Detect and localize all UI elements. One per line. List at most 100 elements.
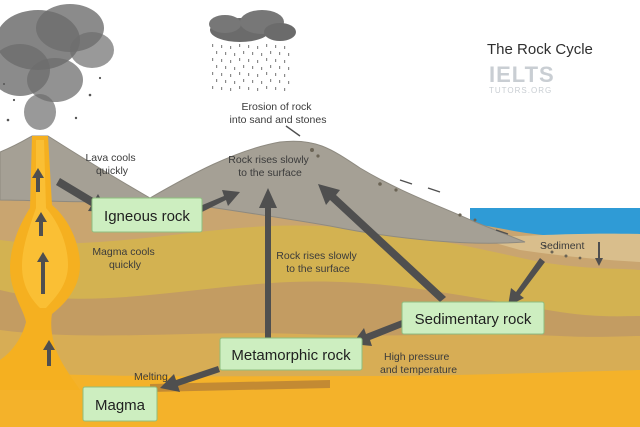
brand-subtitle: TUTORS.ORG xyxy=(489,86,552,95)
rain-drop xyxy=(266,72,268,75)
rain-drop xyxy=(239,44,241,47)
rain-drop xyxy=(216,51,218,54)
rain-drop xyxy=(252,80,254,83)
rain-drop xyxy=(225,80,227,83)
rain-drops xyxy=(212,44,290,91)
label-lava-cools: Lava cools quickly xyxy=(85,152,138,177)
rain-drop xyxy=(212,58,214,61)
rain-drop xyxy=(230,88,232,91)
rain-drop xyxy=(248,59,250,62)
rain-drop xyxy=(284,88,286,91)
rain-drop xyxy=(225,52,227,55)
rain-drop xyxy=(266,58,268,61)
process-arrows xyxy=(56,178,545,392)
label-magma-cools: Magma cools quickly xyxy=(92,246,157,271)
rain-drop xyxy=(275,73,277,76)
arrow-sedimentary-to-surface xyxy=(318,184,446,302)
label-rises-mid: Rock rises slowly to the surface xyxy=(276,250,359,275)
stage-metamorphic-label: Metamorphic rock xyxy=(231,347,351,364)
rain-drop xyxy=(239,72,241,75)
ash-specks xyxy=(3,76,102,122)
rain-drop xyxy=(239,58,241,61)
label-sediment: Sediment xyxy=(540,240,584,252)
rain-drop xyxy=(275,45,277,48)
rain-drop xyxy=(221,45,223,48)
eruption-smoke xyxy=(0,4,114,130)
rain-drop xyxy=(230,60,232,63)
rain-drop xyxy=(225,66,227,69)
rain-drop xyxy=(270,79,272,82)
rain-drop xyxy=(270,65,272,68)
rain-drop xyxy=(288,67,290,70)
brand-logo: IELTS xyxy=(489,62,555,87)
rain-drop xyxy=(261,53,263,56)
sediment-down-arrow xyxy=(595,242,603,266)
rain-drop xyxy=(284,46,286,49)
stage-igneous: Igneous rock xyxy=(91,197,203,233)
stage-sedimentary-label: Sedimentary rock xyxy=(415,311,532,328)
rain-drop xyxy=(257,46,259,49)
label-melting: Melting xyxy=(134,371,168,383)
rain-drop xyxy=(275,87,277,90)
rain-drop xyxy=(234,53,236,56)
rain-drop xyxy=(243,51,245,54)
lava-core xyxy=(22,140,68,308)
rain-drop xyxy=(221,73,223,76)
rain-drop xyxy=(234,67,236,70)
stage-sedimentary: Sedimentary rock xyxy=(401,301,545,335)
label-pressure: High pressure and temperature xyxy=(380,351,457,376)
rolling-stones xyxy=(310,148,582,260)
rain-drop xyxy=(243,79,245,82)
rain-drop xyxy=(257,74,259,77)
rain-drop xyxy=(266,86,268,89)
rain-drop xyxy=(230,74,232,77)
ground-strata xyxy=(0,196,640,427)
rain-drop xyxy=(279,52,281,55)
lava-up-arrows xyxy=(32,168,55,366)
rain-drop xyxy=(216,65,218,68)
rain-drop xyxy=(248,73,250,76)
rain-drop xyxy=(261,81,263,84)
rain-drop xyxy=(257,88,259,91)
rain-drop xyxy=(279,66,281,69)
arrow-igneous-to-surface xyxy=(200,190,240,212)
rain-drop xyxy=(248,87,250,90)
rain-drop xyxy=(221,87,223,90)
label-rises-top: Rock rises slowly to the surface xyxy=(228,154,311,179)
rain-drop xyxy=(266,44,268,47)
rain-drop xyxy=(288,53,290,56)
rain-drop xyxy=(234,81,236,84)
arrow-metamorphic-to-magma xyxy=(160,366,220,392)
rain-drop xyxy=(284,74,286,77)
rain-drop xyxy=(212,72,214,75)
rain-drop xyxy=(275,59,277,62)
rain-drop xyxy=(221,59,223,62)
stage-magma: Magma xyxy=(82,386,158,422)
arrow-sediment-to-sedimentary xyxy=(508,258,545,306)
stage-igneous-label: Igneous rock xyxy=(104,208,190,225)
rain-drop xyxy=(230,46,232,49)
melting-zone xyxy=(150,380,330,392)
rain-drop xyxy=(261,67,263,70)
rain-drop xyxy=(279,80,281,83)
rain-drop xyxy=(212,86,214,89)
stage-magma-label: Magma xyxy=(95,397,146,414)
rain-drop xyxy=(243,65,245,68)
arrow-metamorphic-up xyxy=(259,188,277,338)
rain-drop xyxy=(257,60,259,63)
rain-drop xyxy=(212,44,214,47)
rain-drop xyxy=(284,60,286,63)
label-erosion: Erosion of rock into sand and stones xyxy=(230,101,327,126)
rain-drop xyxy=(270,51,272,54)
stage-metamorphic: Metamorphic rock xyxy=(219,337,363,371)
rain-drop xyxy=(216,79,218,82)
slope-arrows xyxy=(285,125,509,235)
arrow-sedimentary-to-metamorphic xyxy=(352,320,405,346)
rain-drop xyxy=(252,52,254,55)
rain-drop xyxy=(248,45,250,48)
rain-cloud xyxy=(209,10,296,42)
rain-drop xyxy=(288,81,290,84)
rain-drop xyxy=(239,86,241,89)
